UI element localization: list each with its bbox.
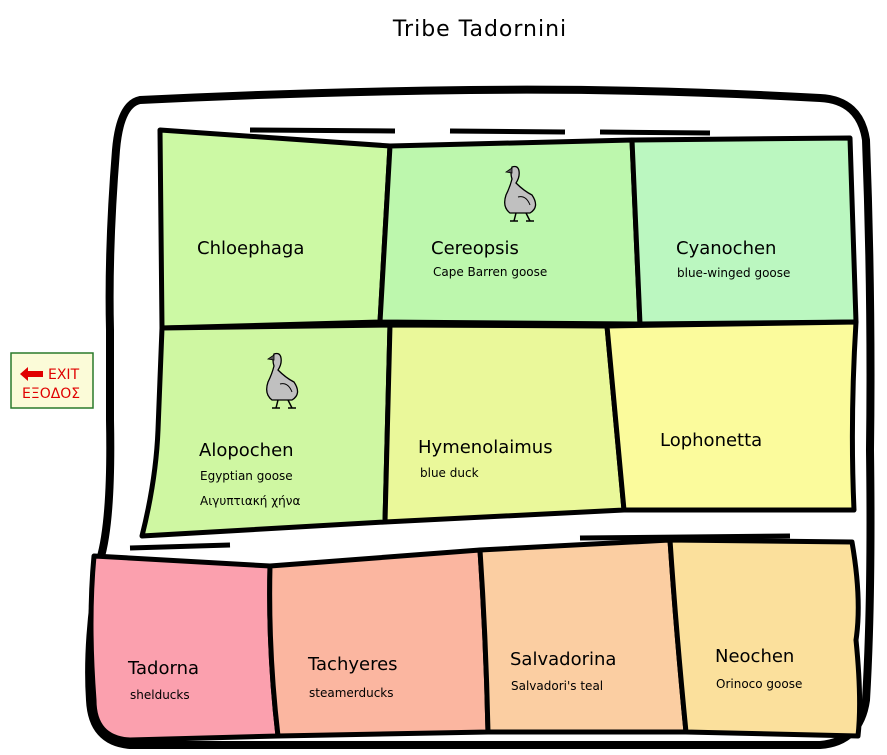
room-cereopsis-genus: Cereopsis: [431, 238, 519, 259]
room-alopochen[interactable]: Alopochen Egyptian goose Αιγυπτιακή χήνα: [139, 322, 393, 539]
outer-wall: [85, 85, 875, 749]
room-hymenolaimus-common: blue duck: [420, 466, 479, 480]
room-tadorna-common: shelducks: [130, 688, 190, 702]
room-cereopsis-common: Cape Barren goose: [433, 265, 547, 279]
room-chloephaga-fill: [157, 127, 393, 331]
exit-label: EXIT: [48, 367, 80, 383]
goose-icon: [504, 165, 537, 222]
page-title: Tribe Tadornini: [392, 17, 567, 42]
room-salvadorina-common: Salvadori's teal: [511, 679, 603, 693]
room-tachyeres-common: steamerducks: [309, 686, 394, 700]
room-salvadorina[interactable]: Salvadorina Salvadori's teal: [477, 537, 689, 735]
room-tadorna-fill: [88, 553, 281, 743]
goose-icon: [266, 352, 299, 409]
room-cyanochen-fill: [629, 135, 859, 327]
room-cereopsis[interactable]: Cereopsis Cape Barren goose: [377, 137, 643, 327]
room-tachyeres-fill: [267, 547, 491, 739]
room-tadorna-genus: Tadorna: [127, 658, 199, 679]
room-hymenolaimus-fill: [382, 322, 627, 525]
room-chloephaga[interactable]: Chloephaga: [157, 127, 393, 331]
room-tachyeres-genus: Tachyeres: [307, 654, 398, 675]
room-alopochen-common: Egyptian goose: [200, 469, 293, 483]
room-cereopsis-fill: [377, 137, 643, 327]
room-lophonetta-genus: Lophonetta: [660, 430, 762, 451]
room-cyanochen[interactable]: Cyanochen blue-winged goose: [629, 135, 859, 327]
room-hymenolaimus[interactable]: Hymenolaimus blue duck: [382, 322, 627, 525]
room-salvadorina-fill: [477, 537, 689, 735]
room-alopochen-genus: Alopochen: [199, 440, 294, 461]
exit-label-greek: ΕΞΟΔΟΣ: [22, 386, 80, 402]
room-neochen-genus: Neochen: [715, 646, 794, 667]
room-neochen-common: Orinoco goose: [716, 677, 802, 691]
room-tachyeres[interactable]: Tachyeres steamerducks: [267, 547, 491, 739]
room-neochen-fill: [667, 537, 863, 739]
room-neochen[interactable]: Neochen Orinoco goose: [667, 537, 863, 739]
room-salvadorina-genus: Salvadorina: [510, 649, 616, 670]
room-tadorna[interactable]: Tadorna shelducks: [88, 553, 281, 743]
room-chloephaga-genus: Chloephaga: [197, 238, 304, 259]
corridor-marks: [129, 127, 791, 551]
exit-arrow-icon: [20, 367, 43, 381]
room-lophonetta[interactable]: Lophonetta: [604, 319, 859, 513]
exit-sign-box: [10, 352, 94, 409]
room-alopochen-fill: [139, 322, 393, 539]
room-alopochen-common-greek: Αιγυπτιακή χήνα: [200, 494, 300, 508]
room-hymenolaimus-genus: Hymenolaimus: [418, 437, 553, 458]
exit-button[interactable]: EXIT ΕΞΟΔΟΣ: [10, 352, 94, 409]
room-cyanochen-genus: Cyanochen: [676, 238, 776, 259]
room-lophonetta-fill: [604, 319, 859, 513]
room-cyanochen-common: blue-winged goose: [677, 266, 790, 280]
